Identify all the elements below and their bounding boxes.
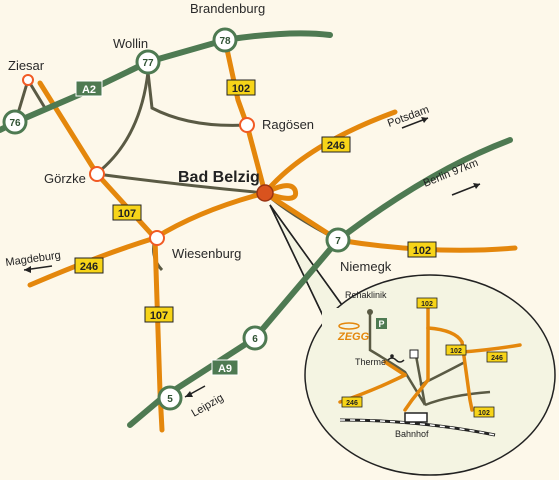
bahnhof-building [404, 412, 428, 423]
swimmer-icon [387, 357, 405, 363]
motorway-shields: A2 A9 [75, 80, 239, 376]
junction-6-label: 6 [252, 334, 258, 345]
direction-magdeburg: Magdeburg [5, 249, 62, 273]
zegg-logo: ZEGG [337, 322, 370, 343]
junction-78: 78 [212, 27, 238, 53]
ragoesen-marker [239, 117, 255, 133]
zegg-label: ZEGG [337, 331, 370, 343]
inset-road-102-bottom: 102 [473, 406, 495, 418]
motorway-a2-shield: A2 [75, 80, 103, 97]
junction-7: 7 [325, 227, 351, 253]
road-102-east-label: 102 [413, 245, 431, 257]
inset-road-246-right-label: 246 [491, 355, 503, 362]
inset-bahnhof: Bahnhof [395, 429, 429, 439]
direction-berlin-label: Berlin 97km [422, 157, 480, 190]
inset-bubble [304, 274, 556, 476]
town-bad-belzig: Bad Belzig [178, 169, 260, 186]
road-107-upper-shield: 107 [112, 204, 142, 221]
town-ragoesen: Ragösen [262, 117, 314, 132]
parking-sign: P [376, 318, 387, 329]
junction-77-label: 77 [142, 58, 154, 69]
town-ziesar: Ziesar [8, 58, 45, 73]
motorway-a2-label: A2 [82, 84, 96, 96]
zegg-swoosh-icon [338, 322, 360, 330]
railway [339, 418, 496, 437]
town-wollin: Wollin [113, 36, 148, 51]
road-246-ne-label: 246 [327, 140, 345, 152]
road-102-north-label: 102 [232, 83, 250, 95]
direction-magdeburg-label: Magdeburg [5, 249, 62, 269]
direction-leipzig: Leipzig [184, 385, 226, 420]
town-niemegk: Niemegk [340, 259, 392, 274]
direction-berlin: Berlin 97km [422, 157, 481, 196]
junction-76-label: 76 [9, 118, 21, 129]
road-107-upper-label: 107 [118, 208, 136, 220]
inset-road-246-left-label: 246 [346, 400, 358, 407]
direction-potsdam: Potsdam [386, 104, 431, 130]
junction-78-label: 78 [219, 36, 231, 47]
junction-6: 6 [242, 325, 268, 351]
inset-detail-map: Rehaklinik P ZEGG Therme Bahnhof 102 102… [337, 290, 522, 439]
road-102-north-shield: 102 [226, 79, 256, 96]
bad-belzig-marker [256, 184, 274, 202]
motorway-a9-label: A9 [218, 363, 232, 375]
goerzke-marker [89, 166, 105, 182]
ziesar-marker [22, 74, 34, 86]
junction-5-label: 5 [167, 394, 173, 405]
town-goerzke: Görzke [44, 171, 86, 186]
road-102-east-shield: 102 [407, 241, 437, 258]
road-246-west-shield: 246 [74, 257, 104, 274]
inset-callout [269, 204, 556, 476]
wiesenburg-marker [149, 230, 165, 246]
inset-road-102-top: 102 [416, 297, 438, 309]
junction-7-label: 7 [335, 236, 341, 247]
town-markers [22, 74, 274, 246]
inset-therme: Therme [355, 357, 386, 367]
road-246-ne-shield: 246 [321, 136, 351, 153]
junction-5: 5 [157, 385, 183, 411]
junction-76: 76 [2, 109, 28, 135]
inset-road-246-right: 246 [486, 351, 508, 363]
road-246-west-label: 246 [80, 261, 98, 273]
town-wiesenburg: Wiesenburg [172, 246, 241, 261]
inset-road-246-left: 246 [341, 396, 363, 408]
road-107-lower-label: 107 [150, 310, 168, 322]
town-labels: Brandenburg Wollin Ziesar Ragösen Görzke… [8, 1, 392, 274]
inset-road-102-bottom-label: 102 [478, 410, 490, 417]
junction-77: 77 [135, 49, 161, 75]
inset-road-102-mid: 102 [445, 344, 467, 356]
inset-road-102-mid-label: 102 [450, 348, 462, 355]
road-shields: 102 246 107 102 246 107 [74, 79, 437, 323]
inset-rehaklinik: Rehaklinik [345, 290, 387, 300]
direction-leipzig-label: Leipzig [190, 392, 226, 420]
rehaklinik-marker [367, 309, 373, 315]
road-107-lower-shield: 107 [144, 306, 174, 323]
junctions: 78 77 76 7 6 5 [2, 27, 351, 411]
parking-label: P [378, 319, 384, 329]
inset-road-102-top-label: 102 [421, 301, 433, 308]
town-brandenburg: Brandenburg [190, 1, 265, 16]
therme-building [409, 349, 419, 359]
motorway-a9-shield: A9 [211, 359, 239, 376]
